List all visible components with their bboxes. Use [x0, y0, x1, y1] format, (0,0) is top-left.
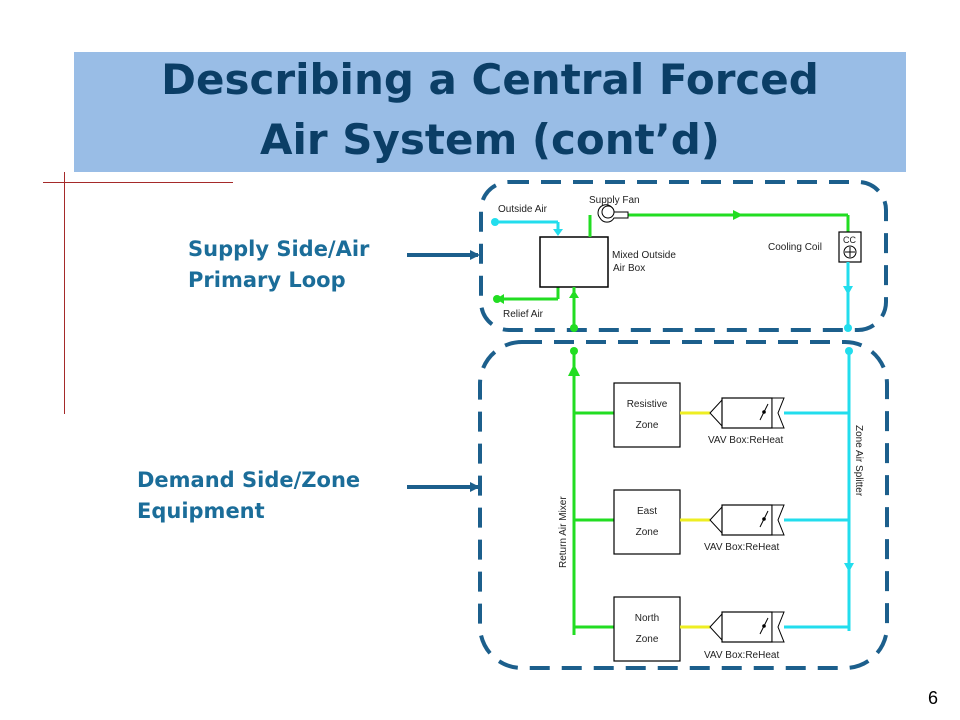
outside-air-label: Outside Air [498, 204, 548, 215]
return-inlet-node [570, 324, 578, 332]
relief-air-node [493, 295, 501, 303]
cooling-coil-tag: CC [843, 235, 856, 245]
zone-name: East [637, 506, 657, 517]
vav-box-icon [709, 504, 785, 536]
zone-box [613, 382, 681, 448]
return-inlet-arrowhead [569, 290, 579, 298]
zone-north: North Zone VAV Box:ReHeat [574, 596, 849, 662]
zone-box [613, 596, 681, 662]
supply-fan-icon [597, 204, 629, 223]
mixed-air-box-label-2: Air Box [613, 263, 645, 274]
relief-air-label: Relief Air [503, 309, 544, 320]
mixed-air-box [539, 236, 609, 288]
title-band [74, 52, 906, 172]
slide-title-line2: Air System (cont’d) [260, 115, 720, 164]
zone-east: East Zone VAV Box:ReHeat [574, 489, 849, 555]
zone-suffix: Zone [636, 420, 659, 431]
zone-suffix: Zone [636, 634, 659, 645]
return-mixer-arrowhead [568, 364, 580, 376]
vav-box-label: VAV Box:ReHeat [704, 542, 779, 553]
vav-box-icon [709, 611, 785, 643]
zone-splitter-arrowhead [844, 563, 854, 572]
cooling-coil-label: Cooling Coil [768, 242, 822, 253]
return-mixer-label: Return Air Mixer [558, 496, 569, 568]
zone-box [613, 489, 681, 555]
demand-side-label: Demand Side/Zone Equipment [137, 465, 360, 527]
supply-side-label-line2: Primary Loop [188, 268, 346, 292]
zone-suffix: Zone [636, 527, 659, 538]
zone-name: Resistive [627, 399, 668, 410]
demand-side-boundary [478, 340, 889, 670]
supply-side-label: Supply Side/Air Primary Loop [188, 234, 369, 296]
cooling-coil-icon [843, 245, 857, 259]
outside-air-arrowhead [553, 229, 563, 236]
vav-box-label: VAV Box:ReHeat [704, 650, 779, 661]
vav-box-icon [709, 397, 785, 429]
supply-fan-label: Supply Fan [589, 195, 640, 206]
zone-splitter-label: Zone Air Splitter [853, 425, 864, 497]
supply-outlet-node [844, 324, 852, 332]
zone-name: North [635, 613, 659, 624]
slide-title: Describing a Central Forced Air System (… [74, 50, 906, 170]
slide-title-line1: Describing a Central Forced [161, 55, 819, 104]
supply-side-label-line1: Supply Side/Air [188, 237, 370, 261]
demand-side-label-line2: Equipment [137, 499, 265, 523]
supply-side-boundary [479, 180, 888, 332]
outside-air-node [491, 218, 499, 226]
demand-side-label-line1: Demand Side/Zone [137, 468, 361, 492]
mixed-air-box-label-1: Mixed Outside [612, 250, 676, 261]
supply-line-arrowhead [733, 210, 743, 220]
vav-box-label: VAV Box:ReHeat [708, 435, 783, 446]
page-number: 6 [928, 688, 939, 708]
coil-outlet-arrowhead [843, 286, 853, 295]
zone-resistive: Resistive Zone VAV Box:ReHeat [574, 382, 849, 448]
decorative-line-vertical [64, 172, 65, 414]
decorative-line-horizontal [43, 182, 233, 183]
